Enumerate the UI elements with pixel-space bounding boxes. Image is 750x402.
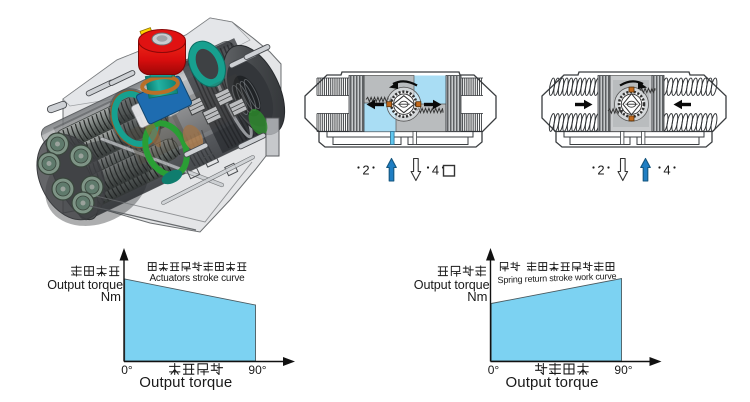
- svg-text:Actuators stroke curve: Actuators stroke curve: [149, 273, 245, 284]
- svg-text:Spring return stroke work curv: Spring return stroke work curve: [497, 271, 616, 285]
- svg-text:Nm: Nm: [467, 289, 487, 304]
- svg-text:90°: 90°: [248, 363, 266, 377]
- svg-text:2: 2: [597, 163, 604, 178]
- svg-text:4: 4: [432, 163, 439, 178]
- svg-text:2: 2: [362, 163, 369, 178]
- svg-text:Output torque: Output torque: [505, 374, 598, 391]
- svg-text:0°: 0°: [488, 363, 500, 377]
- svg-text:Nm: Nm: [101, 289, 121, 304]
- svg-text:Output torque: Output torque: [139, 374, 232, 391]
- svg-text:Output torque: Output torque: [414, 278, 490, 292]
- svg-text:0°: 0°: [121, 363, 133, 377]
- svg-text:4: 4: [663, 163, 670, 178]
- svg-text:90°: 90°: [614, 363, 632, 377]
- svg-text:Output torque: Output torque: [47, 278, 123, 292]
